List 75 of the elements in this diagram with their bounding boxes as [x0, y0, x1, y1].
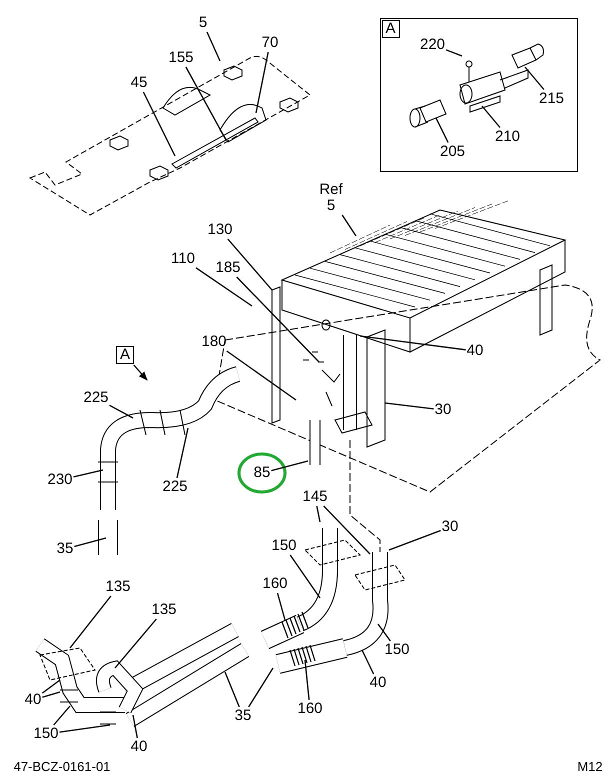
leader-line	[142, 92, 176, 156]
view-reference-label: A	[116, 346, 134, 364]
leader-line	[73, 469, 104, 478]
detail-view-panel	[380, 18, 578, 172]
callout-number: 110	[171, 251, 195, 267]
leader-line	[271, 460, 308, 472]
callout-number: 70	[262, 35, 278, 51]
leader-line	[109, 404, 134, 419]
callout-number: 40	[370, 675, 386, 691]
leader-line	[206, 32, 221, 62]
leader-line	[361, 650, 374, 674]
leader-line	[248, 668, 274, 708]
callout-number: 220	[420, 36, 446, 52]
callout-number: 40	[466, 343, 484, 359]
leader-line	[435, 118, 449, 143]
leader-line	[482, 106, 500, 128]
page-code: M12	[577, 759, 603, 775]
callout-number: 150	[384, 642, 410, 658]
leader-line	[42, 691, 60, 698]
leader-line	[42, 679, 60, 694]
leader-line	[114, 618, 157, 668]
callout-number: 180	[201, 334, 227, 350]
leader-line	[377, 624, 391, 642]
callout-number: 225	[162, 479, 188, 495]
leader-line	[388, 530, 441, 551]
callout-number: 155	[168, 50, 194, 66]
callout-number: 145	[302, 489, 328, 505]
leader-line	[446, 49, 462, 57]
callout-number: 35	[234, 708, 252, 724]
leader-line	[196, 267, 252, 307]
leader-line	[224, 672, 240, 708]
drawing-number: 47-BCZ-0161-01	[14, 759, 110, 775]
leader-line	[255, 52, 269, 114]
callout-number: 135	[151, 602, 177, 618]
callout-number: 215	[538, 90, 564, 106]
callout-number: 225	[83, 390, 109, 406]
callout-number: 135	[105, 579, 131, 595]
callout-number: 5	[198, 15, 208, 31]
leader-line	[176, 428, 189, 478]
leader-line	[323, 506, 370, 554]
callout-number: 205	[440, 144, 466, 160]
callout-number: 150	[271, 538, 297, 554]
callout-number: 30	[434, 402, 452, 418]
leader-line	[316, 506, 321, 522]
arrow	[133, 364, 148, 381]
leader-line	[132, 714, 138, 738]
callout-number: 45	[130, 75, 148, 91]
leader-line	[342, 214, 357, 236]
leader-line	[185, 66, 227, 140]
leader-line	[524, 66, 544, 90]
callout-number: 230	[47, 472, 73, 488]
view-label: A	[382, 20, 400, 38]
leader-line	[276, 592, 286, 620]
leader-line	[227, 238, 272, 290]
callout-number: 160	[262, 576, 288, 592]
callout-number: 35	[56, 541, 74, 557]
callout-number: 30	[442, 519, 458, 535]
leader-line	[384, 402, 434, 410]
callout-number: 160	[297, 701, 323, 717]
callout-number: 40	[24, 692, 42, 708]
leader-line	[69, 596, 112, 648]
callout-number: 185	[215, 260, 241, 276]
leader-line	[304, 660, 310, 700]
callout-number: 130	[207, 222, 233, 238]
callout-number: 210	[494, 128, 520, 144]
leader-line	[290, 554, 321, 598]
callout-number: Ref 5	[318, 182, 344, 214]
leader-line	[236, 276, 320, 362]
leader-line	[53, 706, 70, 726]
leader-line	[74, 537, 106, 548]
callout-number: 85	[254, 465, 270, 481]
callout-number: 150	[33, 726, 59, 742]
callout-number: 40	[130, 739, 148, 755]
leader-line	[360, 335, 466, 350]
leader-line	[59, 724, 110, 733]
